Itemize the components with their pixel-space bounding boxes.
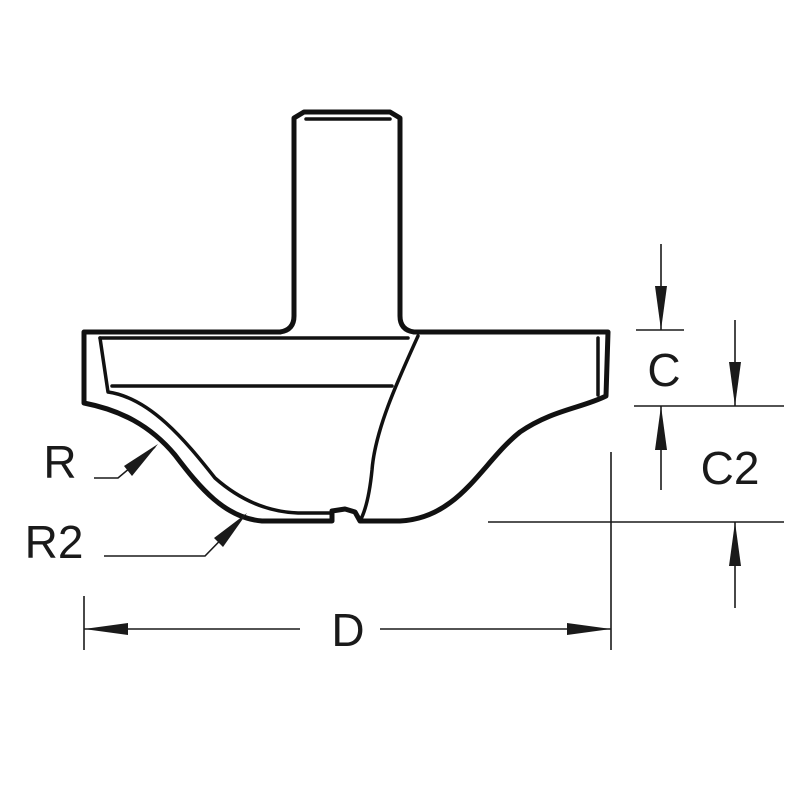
r-leader-arrow	[124, 444, 158, 476]
c2-arrow-top	[729, 362, 741, 406]
c2-label: C2	[701, 442, 760, 494]
r-label: R	[43, 436, 76, 488]
shank-outline	[277, 109, 417, 335]
cutter-body-outline	[81, 329, 611, 524]
c-label: C	[647, 344, 680, 396]
c-arrow-bottom	[655, 406, 667, 450]
d-arrow-right	[567, 623, 611, 635]
r2-leader-arrow	[214, 513, 247, 547]
c2-arrow-bottom	[729, 522, 741, 566]
r2-label: R2	[25, 516, 84, 568]
carbide-tip-line	[98, 336, 334, 515]
d-label: D	[331, 604, 364, 656]
r-leader-line	[94, 446, 156, 479]
d-arrow-left	[84, 623, 128, 635]
c-arrow-top	[655, 286, 667, 330]
flute-edge-curve	[358, 334, 420, 523]
